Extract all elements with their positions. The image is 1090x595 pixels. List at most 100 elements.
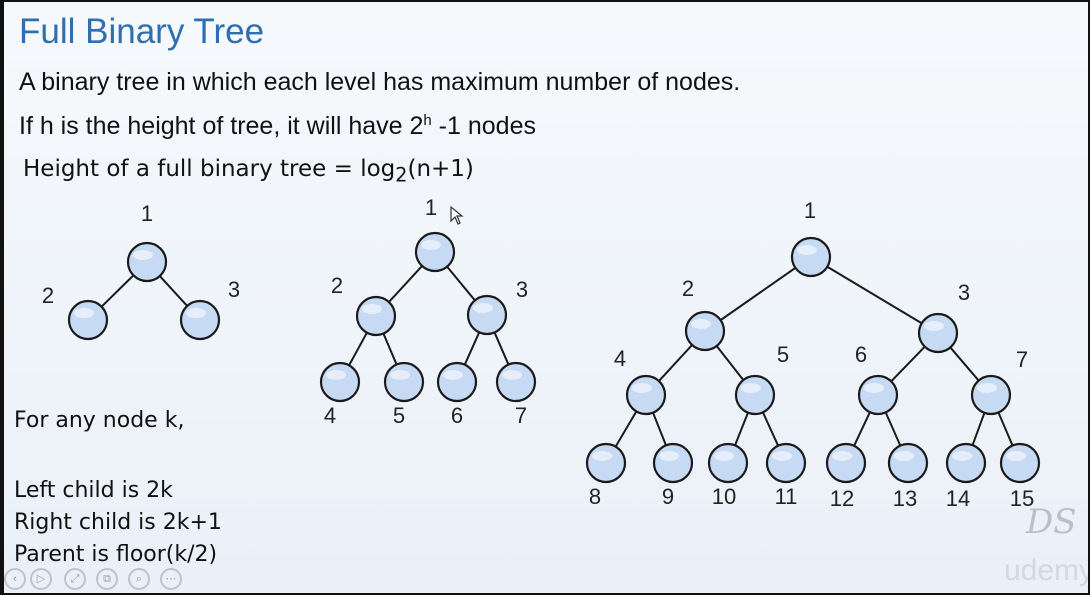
node-label: 14 — [946, 486, 970, 511]
node-highlight — [924, 321, 944, 331]
node-label: 1 — [425, 195, 437, 220]
node-highlight — [832, 451, 852, 461]
circle-left-icon[interactable]: ‹ — [4, 568, 26, 590]
node-label: 3 — [958, 280, 970, 305]
tree-edge — [388, 265, 423, 303]
node-highlight — [632, 383, 652, 393]
node-label: 8 — [589, 484, 601, 509]
tree-edge — [715, 345, 745, 381]
zoom-icon[interactable]: ⌕ — [128, 568, 150, 590]
node-label: 1 — [141, 201, 153, 226]
tree-node — [999, 442, 1041, 484]
note-left-child: Left child is 2k — [14, 478, 173, 503]
node-highlight — [714, 451, 734, 461]
tree-node — [355, 295, 397, 337]
node-highlight — [659, 451, 679, 461]
tree-edge — [348, 332, 368, 366]
tree-2: 1 2 3 4 5 6 7 — [319, 195, 537, 428]
tree-edge — [890, 345, 926, 383]
tree-node — [857, 374, 899, 416]
tree-node — [319, 361, 361, 403]
node-label: 2 — [42, 283, 54, 308]
node-highlight — [326, 370, 346, 380]
node-label: 7 — [1016, 347, 1028, 372]
log-base: 2 — [395, 163, 408, 187]
node-highlight — [390, 370, 410, 380]
node-highlight — [74, 308, 94, 318]
node-highlight — [741, 383, 761, 393]
tree-node — [436, 361, 478, 403]
tree-node — [495, 361, 537, 403]
tree-edge — [853, 411, 871, 447]
node-label: 7 — [515, 403, 527, 428]
tree-edge — [884, 411, 902, 447]
tree-node — [734, 374, 776, 416]
node-label: 2 — [331, 273, 343, 298]
node-highlight — [797, 245, 817, 255]
tree-edge — [720, 267, 796, 321]
udemy-watermark: udemy — [1004, 554, 1088, 587]
node-highlight — [894, 451, 914, 461]
node-count-pre: If h is the height of tree, it will have… — [19, 112, 424, 140]
node-label: 5 — [393, 403, 405, 428]
tree-node — [765, 442, 807, 484]
tree-node — [466, 294, 508, 336]
node-label: 6 — [855, 342, 867, 367]
node-highlight — [1006, 451, 1026, 461]
tree-edge — [971, 412, 986, 446]
tree-1: 1 2 3 — [42, 201, 240, 341]
tree-node — [67, 299, 109, 341]
tree-node — [585, 442, 627, 484]
node-label: 9 — [662, 484, 674, 509]
node-label: 3 — [228, 277, 240, 302]
note-parent: Parent is floor(k/2) — [14, 542, 218, 567]
tree-node — [652, 442, 694, 484]
tree-edge — [949, 346, 980, 382]
node-highlight — [691, 319, 711, 329]
node-label: 4 — [324, 403, 336, 428]
tree-edge — [493, 332, 510, 365]
ds-logo: DS — [1026, 502, 1077, 542]
tree-node — [917, 312, 959, 354]
slide: Full Binary Tree A binary tree in which … — [4, 2, 1088, 593]
expand-icon[interactable]: ⤢ — [64, 568, 86, 590]
node-count-text: If h is the height of tree, it will have… — [19, 112, 536, 141]
node-label: 3 — [516, 277, 528, 302]
tree-edge — [159, 275, 188, 307]
tree-node — [790, 236, 832, 278]
node-highlight — [864, 383, 884, 393]
node-highlight — [186, 308, 206, 318]
node-highlight — [592, 451, 612, 461]
node-highlight — [133, 250, 153, 260]
tree-node — [625, 374, 667, 416]
height-formula: Height of a full binary tree = log2(n+1) — [23, 156, 474, 187]
tree-node — [887, 442, 929, 484]
slide-title: Full Binary Tree — [19, 12, 265, 51]
tree-edge — [826, 265, 923, 325]
tree-node — [825, 442, 867, 484]
node-highlight — [977, 383, 997, 393]
play-icon[interactable]: ▷ — [30, 568, 52, 590]
more-icon[interactable]: ⋯ — [160, 568, 182, 590]
node-highlight — [443, 370, 463, 380]
height-exponent: h — [423, 112, 432, 129]
node-label: 6 — [451, 403, 463, 428]
tree-node — [179, 299, 221, 341]
node-label: 15 — [1010, 486, 1034, 511]
height-formula-post: (n+1) — [407, 156, 474, 182]
tree-edge — [997, 412, 1014, 446]
node-label: 5 — [777, 342, 789, 367]
tree-edge — [382, 333, 398, 365]
node-highlight — [952, 451, 972, 461]
tree-edge — [614, 410, 638, 448]
node-label: 2 — [682, 276, 694, 301]
node-label: 12 — [830, 486, 854, 511]
tree-node — [707, 442, 749, 484]
node-highlight — [362, 304, 382, 314]
tree-edge — [761, 411, 780, 447]
tree-node — [383, 361, 425, 403]
tree-node — [970, 374, 1012, 416]
copy-icon[interactable]: ⧉ — [96, 568, 118, 590]
